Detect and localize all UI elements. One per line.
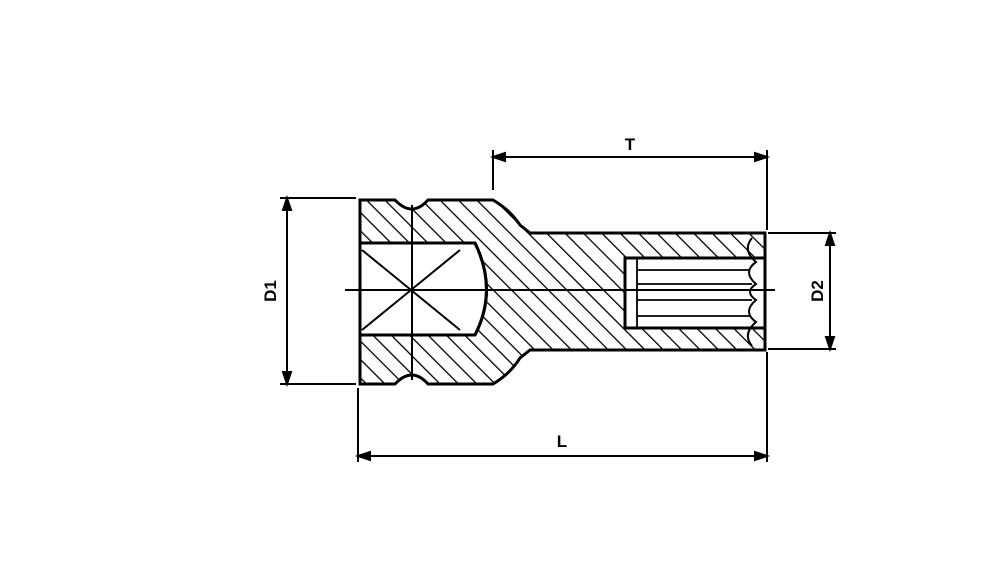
- dimension-d1: [280, 194, 356, 388]
- dimension-l-label: L: [557, 432, 567, 451]
- dimension-d2-label: D2: [808, 280, 827, 302]
- dimension-d2: [768, 229, 836, 353]
- dimension-t: [489, 150, 771, 230]
- dimension-d1-label: D1: [261, 280, 280, 302]
- spline-bit-cavity: [623, 237, 767, 347]
- dimension-l: [354, 352, 771, 462]
- dimension-t-label: T: [625, 135, 636, 154]
